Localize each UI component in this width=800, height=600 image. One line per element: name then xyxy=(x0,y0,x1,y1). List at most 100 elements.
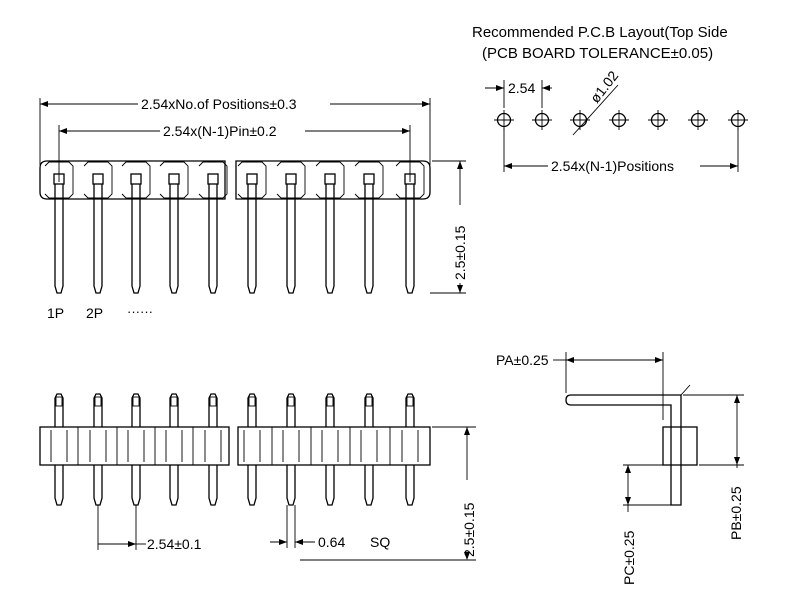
pin-size-arrow-left xyxy=(279,539,287,545)
side-pin-tip xyxy=(326,396,334,407)
side-housing-dividers xyxy=(50,427,419,465)
bend-corner-mark xyxy=(680,384,691,396)
pb-arrow-bottom xyxy=(734,457,740,465)
profile-view: PA±0.25 PB±0.25 PC±0.25 xyxy=(496,352,744,585)
side-pin-tail xyxy=(54,465,64,506)
pcb-hole xyxy=(728,110,748,130)
front-pin xyxy=(354,161,384,294)
front-pin-head xyxy=(324,173,336,185)
pcb-layout-view: Recommended P.C.B Layout(Top Side (PCB B… xyxy=(472,24,748,174)
side-pin-top xyxy=(405,393,415,427)
pin-size-arrow-right xyxy=(295,539,303,545)
front-pin xyxy=(44,161,74,294)
pitch-arrow-right xyxy=(542,85,550,91)
side-pin-tail xyxy=(93,465,103,506)
side-pin-tip xyxy=(209,396,217,407)
front-pin-cell xyxy=(44,161,74,199)
side-pin xyxy=(169,393,179,506)
front-pin-shaft xyxy=(208,184,218,294)
front-pin-cell xyxy=(354,161,384,199)
front-pin-head xyxy=(246,173,258,185)
pb-arrow-top xyxy=(734,395,740,403)
front-pin-cell xyxy=(395,161,425,199)
pc-arrow-bottom xyxy=(625,497,631,505)
front-housing-right xyxy=(235,160,431,200)
pa-arrow-left xyxy=(566,357,574,363)
side-pin xyxy=(286,393,296,506)
pcb-layout-title: Recommended P.C.B Layout(Top Side xyxy=(472,24,728,41)
side-pin-row xyxy=(54,393,415,506)
front-pin-head xyxy=(285,173,297,185)
front-pin-shaft xyxy=(405,184,415,294)
pin-span-label: 2.54x(N-1)Pin±0.2 xyxy=(163,123,277,139)
pcb-hole xyxy=(609,110,629,130)
front-pin-head xyxy=(92,173,104,185)
side-pin xyxy=(247,393,257,506)
front-pin xyxy=(159,161,189,294)
pcb-hole xyxy=(648,110,668,130)
side-pin-tail xyxy=(247,465,257,506)
bent-pin-outer xyxy=(565,394,682,427)
pcb-hole-row xyxy=(494,110,748,130)
side-pin-tip xyxy=(248,396,256,407)
side-pin-top xyxy=(54,393,64,427)
side-pin-top xyxy=(169,393,179,427)
side-pin-tail xyxy=(169,465,179,506)
front-pin-head xyxy=(363,173,375,185)
side-pin-top xyxy=(325,393,335,427)
front-pin-shaft xyxy=(364,184,374,294)
side-pin-tail xyxy=(131,465,141,506)
pb-label: PB±0.25 xyxy=(728,486,744,540)
diameter-leader-line xyxy=(572,84,619,136)
pa-label: PA±0.25 xyxy=(496,352,549,368)
front-pin-head xyxy=(130,173,142,185)
overall-arrow-right xyxy=(422,101,430,107)
front-pin xyxy=(276,161,306,294)
front-pin xyxy=(315,161,345,294)
side-pin-tip xyxy=(287,396,295,407)
front-pin xyxy=(121,161,151,294)
front-pin-head xyxy=(168,173,180,185)
front-pin-shaft xyxy=(325,184,335,294)
pcb-span-label: 2.54x(N-1)Positions xyxy=(551,158,674,174)
front-pin-shaft xyxy=(247,184,257,294)
pa-arrow-right xyxy=(655,357,663,363)
front-pin-cell xyxy=(198,161,228,199)
side-pin-top xyxy=(247,393,257,427)
side-pin-tip xyxy=(94,396,102,407)
side-height-label: 2.5±0.15 xyxy=(461,502,477,557)
pcb-hole xyxy=(532,110,552,130)
front-pin-cell xyxy=(237,161,267,199)
front-pin-row xyxy=(44,161,425,294)
pin-size-label: 0.64 xyxy=(318,534,345,550)
side-height-arrow-top xyxy=(464,427,470,435)
side-pin xyxy=(325,393,335,506)
profile-housing xyxy=(662,426,698,466)
front-housing-left xyxy=(39,160,226,200)
overall-arrow-left xyxy=(40,101,48,107)
side-pin-tip xyxy=(406,396,414,407)
pcb-pitch-label: 2.54 xyxy=(508,80,535,96)
side-pitch-label: 2.54±0.1 xyxy=(147,536,202,552)
side-housing-right xyxy=(237,426,431,466)
front-pin-head xyxy=(404,173,416,185)
pin-2-label: 2P xyxy=(86,305,103,321)
front-height-arrow-bottom xyxy=(457,285,463,293)
side-pin-top xyxy=(286,393,296,427)
side-view: 2.54±0.1 0.64 SQ 2.5±0.15 xyxy=(39,393,477,561)
side-pin-tip xyxy=(132,396,140,407)
front-pin-cell xyxy=(315,161,345,199)
side-pin-tail xyxy=(364,465,374,506)
pcb-hole xyxy=(494,110,514,130)
pc-label: PC±0.25 xyxy=(621,530,637,585)
pc-arrow-top xyxy=(625,465,631,473)
front-pin-shaft xyxy=(131,184,141,294)
pcb-tolerance-note: (PCB BOARD TOLERANCE±0.05) xyxy=(482,45,713,62)
side-housing-left xyxy=(39,426,230,466)
front-pin-cell xyxy=(83,161,113,199)
front-pin-cell xyxy=(159,161,189,199)
pin-1-label: 1P xyxy=(47,305,64,321)
side-pin xyxy=(131,393,141,506)
profile-pin-tail xyxy=(670,465,682,506)
